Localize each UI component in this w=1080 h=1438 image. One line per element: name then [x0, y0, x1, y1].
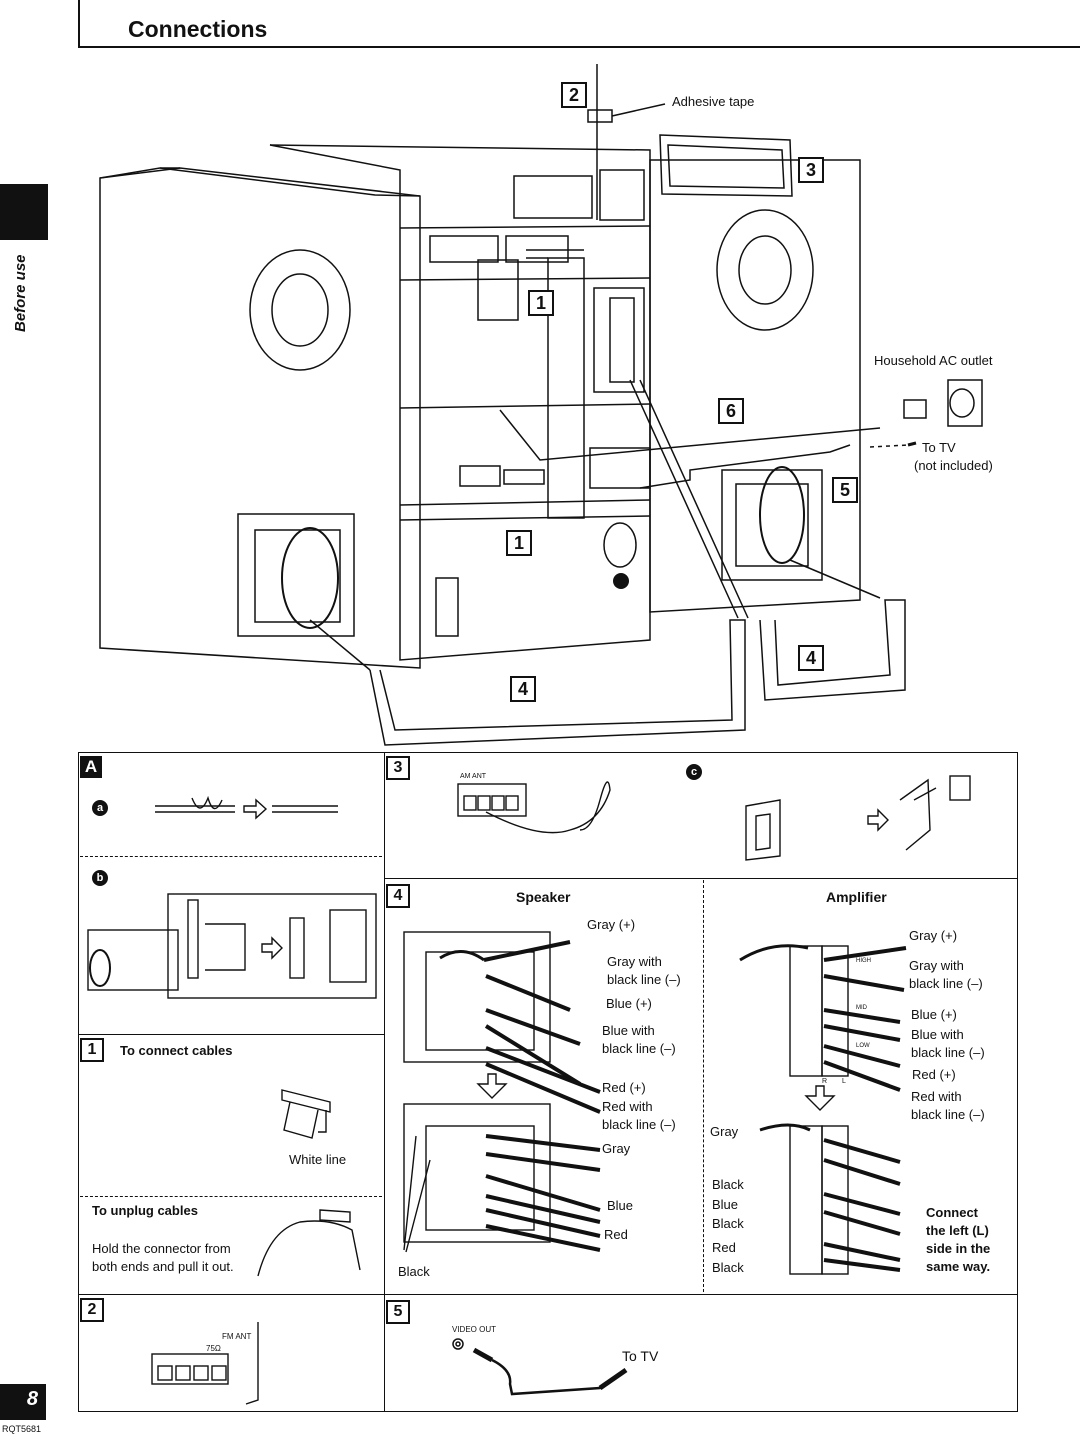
amp-label-blue-minus: Blue with black line (–) [911, 1027, 985, 1060]
unplug-cables-heading: To unplug cables [92, 1203, 198, 1218]
speaker-heading: Speaker [516, 889, 571, 905]
ohm-label: 75Ω [206, 1344, 221, 1353]
terminal-high-label: HIGH [856, 958, 871, 964]
panel-divider-1-2 [78, 1294, 385, 1295]
speaker-label-blue-minus: Blue with black line (–) [602, 1023, 676, 1056]
unplug-instructions: Hold the connector from both ends and pu… [92, 1241, 234, 1274]
step-marker-4-right: 4 [798, 645, 824, 671]
step-marker-6: 6 [718, 398, 744, 424]
step-marker-3: 3 [798, 157, 824, 183]
amp-bottom-black-2: Black [712, 1216, 744, 1231]
amp-label-red-minus: Red with black line (–) [911, 1089, 985, 1122]
am-ant-label: AM ANT [460, 773, 487, 780]
step-marker-4-left: 4 [510, 676, 536, 702]
speaker-bottom-gray: Gray [602, 1141, 631, 1156]
amp-bottom-blue: Blue [712, 1197, 739, 1212]
speaker-label-gray-minus: Gray with black line (–) [607, 954, 681, 987]
amp-label-gray-minus: Gray with black line (–) [909, 958, 983, 991]
connect-cables-heading: To connect cables [120, 1043, 233, 1058]
white-line-label: White line [289, 1152, 347, 1167]
speaker-label-gray-plus: Gray (+) [587, 917, 636, 932]
title-rule-vertical [78, 0, 80, 46]
speaker-label-blue-plus: Blue (+) [606, 996, 652, 1011]
amp-label-red-plus: Red (+) [912, 1067, 956, 1082]
amp-bottom-red: Red [712, 1240, 736, 1255]
connect-left-note: Connect the left (L) side in the same wa… [926, 1205, 991, 1274]
terminal-l-label: L [842, 1078, 846, 1085]
speaker-label-red-minus: Red with black line (–) [602, 1099, 676, 1132]
panel-a-title: A [80, 756, 102, 778]
not-included-label: (not included) [914, 458, 993, 473]
video-out-label: VIDEO OUT [452, 1325, 497, 1334]
panel-a-separator [80, 856, 382, 857]
amp-bottom-black-1: Black [712, 1177, 744, 1192]
speaker-bottom-red: Red [604, 1227, 628, 1242]
panel-divider-4-5 [384, 1294, 1018, 1295]
step-marker-2: 2 [561, 82, 587, 108]
to-tv-label: To TV [922, 440, 956, 455]
amplifier-heading: Amplifier [826, 889, 887, 905]
speaker-bottom-black: Black [398, 1264, 430, 1279]
panel-1-number: 1 [80, 1038, 104, 1062]
step-marker-5: 5 [832, 477, 858, 503]
panel-2-number: 2 [80, 1298, 104, 1322]
panel-1-separator [80, 1196, 382, 1197]
amp-label-gray-plus: Gray (+) [909, 928, 958, 943]
doc-code: RQT5681 [2, 1424, 42, 1434]
household-outlet-label: Household AC outlet [874, 353, 993, 368]
terminal-low-label: LOW [856, 1043, 870, 1049]
panel-3-marker-c: c [686, 764, 702, 780]
amp-label-blue-plus: Blue (+) [911, 1007, 957, 1022]
panel-5-to-tv-label: To TV [622, 1348, 659, 1364]
fm-ant-label: FM ANT [222, 1332, 252, 1341]
page-number-badge: 8 [0, 1384, 46, 1420]
panel-3-number: 3 [386, 756, 410, 780]
panel-divider-3-4 [384, 878, 1018, 879]
panel-a-sub-b: b [92, 870, 108, 886]
panel-divider-a-1 [78, 1034, 385, 1035]
speaker-bottom-blue: Blue [607, 1198, 634, 1213]
speaker-label-red-plus: Red (+) [602, 1080, 646, 1095]
side-tab-marker [0, 184, 48, 240]
terminal-r-label: R [822, 1078, 828, 1085]
panel-5-number: 5 [386, 1300, 410, 1324]
terminal-mid-label: MID [856, 1005, 867, 1011]
step-marker-1-bottom: 1 [506, 530, 532, 556]
amp-bottom-black-3: Black [712, 1260, 744, 1275]
panel-right-column [384, 752, 1018, 1412]
panel-4-number: 4 [386, 884, 410, 908]
panel-4-separator [703, 880, 704, 1292]
panel-a-sub-a: a [92, 800, 108, 816]
amp-bottom-gray: Gray [710, 1124, 739, 1139]
title-rule [78, 46, 1080, 48]
adhesive-tape-label: Adhesive tape [672, 94, 755, 109]
page-title: Connections [128, 16, 268, 42]
step-marker-1-top: 1 [528, 290, 554, 316]
